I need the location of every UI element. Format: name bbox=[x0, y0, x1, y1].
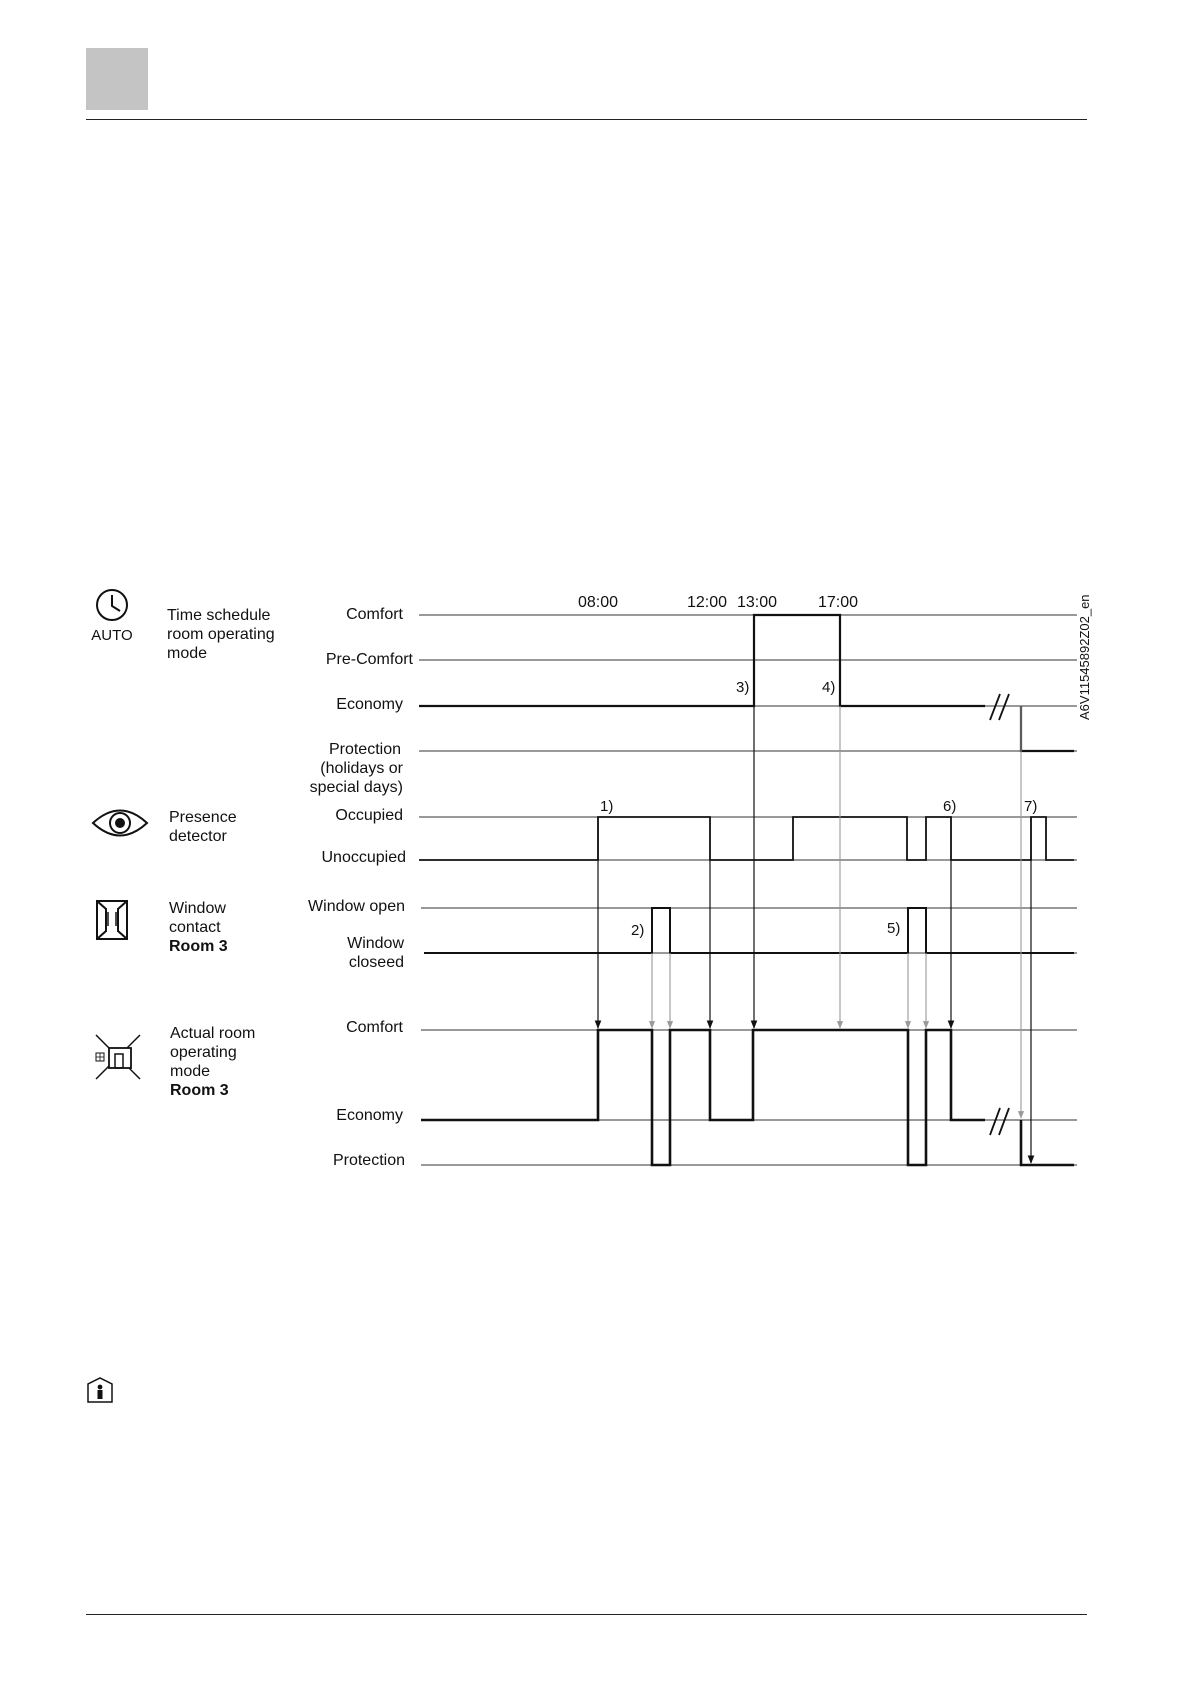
level-protection-1: Protection bbox=[329, 741, 401, 758]
section-actual-room: Room 3 bbox=[170, 1082, 229, 1099]
level-protection-2: (holidays or bbox=[320, 760, 403, 777]
level-unoccupied: Unoccupied bbox=[322, 849, 407, 866]
section-presence-1: Presence bbox=[169, 809, 237, 826]
clock-icon bbox=[96, 589, 128, 621]
header-rule bbox=[86, 119, 1087, 120]
causal-arrows-secondary bbox=[648, 706, 1025, 1119]
footer-rule bbox=[86, 1614, 1087, 1615]
section-window-room: Room 3 bbox=[169, 938, 228, 955]
section-time-schedule-2: room operating bbox=[167, 626, 275, 643]
note-6: 6) bbox=[943, 798, 956, 815]
level-window-open: Window open bbox=[308, 898, 405, 915]
note-7: 7) bbox=[1024, 798, 1037, 815]
section-window-1: Window bbox=[169, 900, 226, 917]
time-1200: 12:00 bbox=[687, 594, 727, 611]
section-time-schedule-1: Time schedule bbox=[167, 607, 271, 624]
info-person-icon bbox=[87, 1377, 113, 1403]
section-time-schedule-3: mode bbox=[167, 645, 207, 662]
presence-signal bbox=[419, 816, 1074, 861]
level-protection-actual: Protection bbox=[333, 1152, 405, 1169]
section-actual-2: operating bbox=[170, 1044, 237, 1061]
section-presence-2: detector bbox=[169, 828, 227, 845]
level-occupied: Occupied bbox=[335, 807, 403, 824]
causal-arrows bbox=[594, 706, 1035, 1164]
level-window-closed-1: Window bbox=[347, 935, 404, 952]
reference-lines bbox=[419, 614, 1077, 1166]
header-tab-block bbox=[86, 48, 148, 110]
auto-badge: AUTO bbox=[91, 627, 132, 644]
window-contact-icon bbox=[96, 900, 128, 940]
level-comfort-actual: Comfort bbox=[346, 1019, 403, 1036]
room-mode-icon bbox=[95, 1034, 141, 1080]
section-actual-1: Actual room bbox=[170, 1025, 255, 1042]
time-1300: 13:00 bbox=[737, 594, 777, 611]
section-actual-3: mode bbox=[170, 1063, 210, 1080]
eye-icon bbox=[91, 809, 149, 837]
figure-id: A6V11545892Z02_en bbox=[1077, 594, 1092, 720]
time-0800: 08:00 bbox=[578, 594, 618, 611]
note-3: 3) bbox=[736, 679, 749, 696]
section-window-2: contact bbox=[169, 919, 221, 936]
note-2: 2) bbox=[631, 922, 644, 939]
note-4: 4) bbox=[822, 679, 835, 696]
level-economy: Economy bbox=[336, 696, 403, 713]
level-comfort: Comfort bbox=[346, 606, 403, 623]
time-1700: 17:00 bbox=[818, 594, 858, 611]
window-signal bbox=[424, 907, 1074, 954]
level-window-closed-2: closeed bbox=[349, 954, 404, 971]
level-economy-actual: Economy bbox=[336, 1107, 403, 1124]
actual-mode-signal bbox=[421, 1028, 1074, 1167]
level-protection-3: special days) bbox=[310, 779, 403, 796]
note-1: 1) bbox=[600, 798, 613, 815]
note-5: 5) bbox=[887, 920, 900, 937]
level-pre-comfort: Pre-Comfort bbox=[326, 651, 414, 668]
